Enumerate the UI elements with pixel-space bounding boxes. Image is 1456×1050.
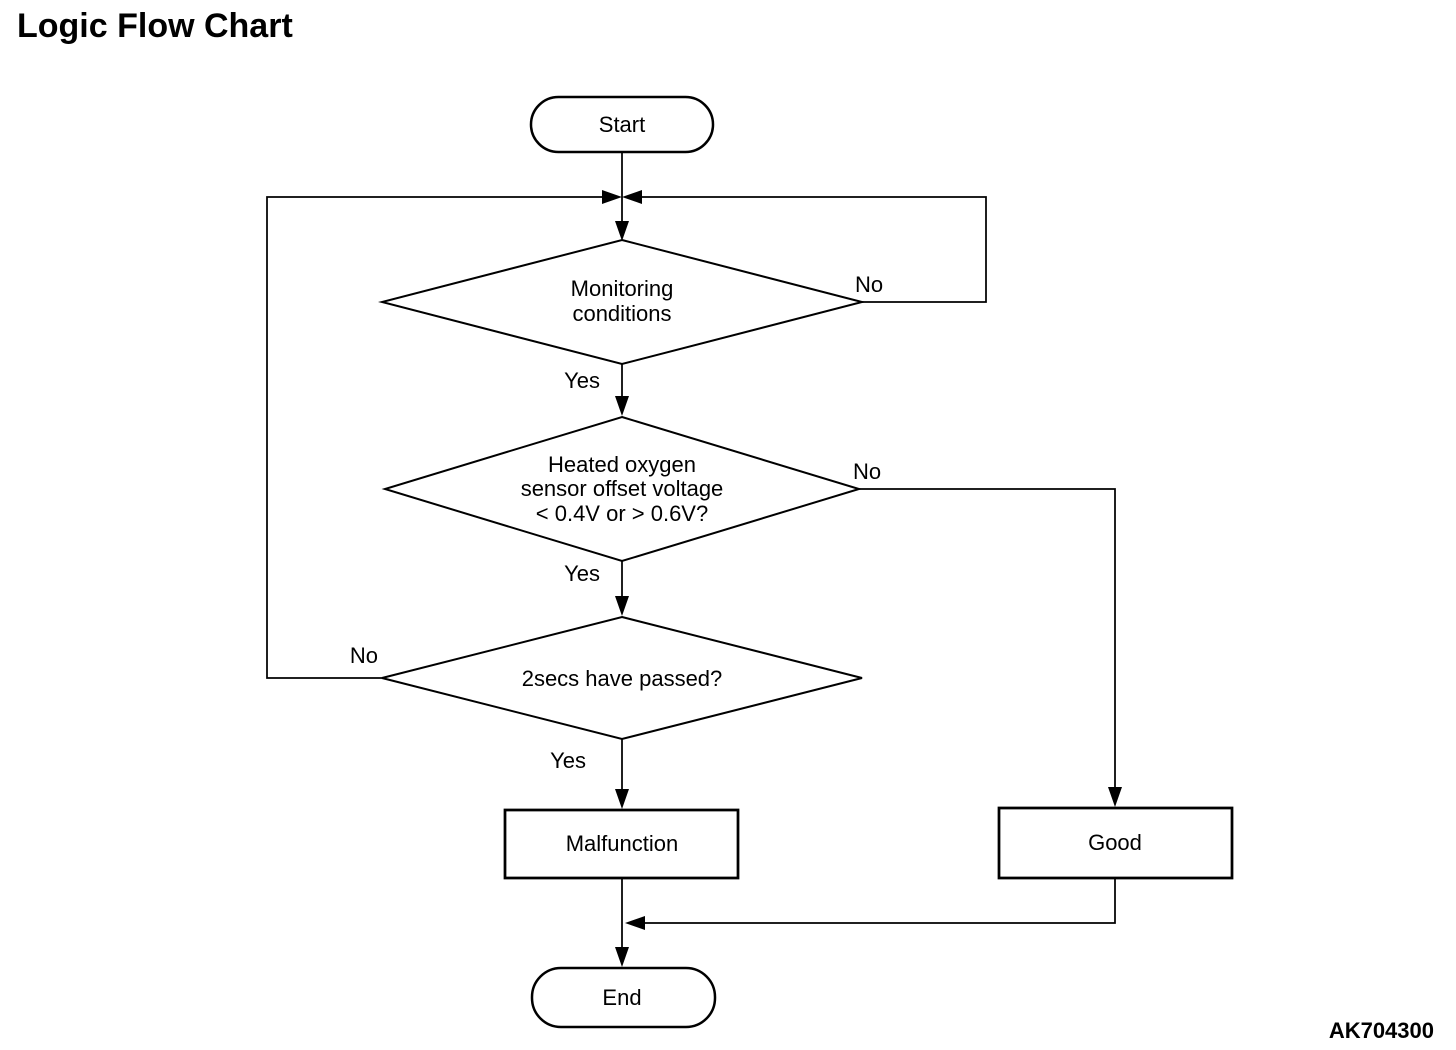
malfunction-label: Malfunction	[566, 831, 679, 856]
arrowhead-into-monitoring-icon	[615, 221, 629, 241]
sensor-label-line2: sensor offset voltage	[521, 476, 724, 501]
sensor-label-line3: < 0.4V or > 0.6V?	[536, 501, 708, 526]
edge-monitoring-no-loop	[640, 196, 987, 303]
arrowhead-merge-from-left-icon	[602, 190, 622, 204]
arrowhead-into-two-secs-icon	[615, 596, 629, 616]
good-label: Good	[1088, 830, 1142, 855]
edge-sensor-no-to-good	[858, 488, 1116, 791]
process-malfunction	[503, 808, 740, 880]
process-good	[997, 806, 1234, 880]
arrowhead-into-end-icon	[615, 947, 629, 967]
end-label: End	[602, 985, 641, 1010]
page-title: Logic Flow Chart	[17, 7, 293, 45]
label-monitoring-no: No	[855, 272, 883, 297]
decision-sensor-offset	[381, 415, 863, 563]
edge-good-to-end-merge	[630, 878, 1116, 924]
arrowhead-into-malfunction-icon	[615, 789, 629, 809]
label-sensor-yes: Yes	[564, 561, 600, 586]
monitoring-label-line1: Monitoring	[571, 276, 674, 301]
decision-monitoring	[378, 238, 866, 366]
arrowhead-into-sensor-icon	[615, 396, 629, 416]
figure-code: AK704300	[1329, 1018, 1434, 1043]
monitoring-label-line2: conditions	[572, 301, 671, 326]
sensor-label-line1: Heated oxygen	[548, 452, 696, 477]
terminator-start	[529, 95, 715, 154]
arrowhead-merge-from-right-icon	[622, 190, 642, 204]
terminator-end	[530, 966, 717, 1029]
label-monitoring-yes: Yes	[564, 368, 600, 393]
arrowhead-good-merge-icon	[625, 916, 645, 930]
arrowhead-into-good-icon	[1108, 787, 1122, 807]
two-secs-label: 2secs have passed?	[522, 666, 723, 691]
edge-two-secs-no-loop	[266, 196, 606, 679]
label-two-secs-yes: Yes	[550, 748, 586, 773]
label-sensor-no: No	[853, 459, 881, 484]
label-two-secs-no: No	[350, 643, 378, 668]
decision-two-secs	[381, 615, 863, 741]
start-label: Start	[599, 112, 645, 137]
